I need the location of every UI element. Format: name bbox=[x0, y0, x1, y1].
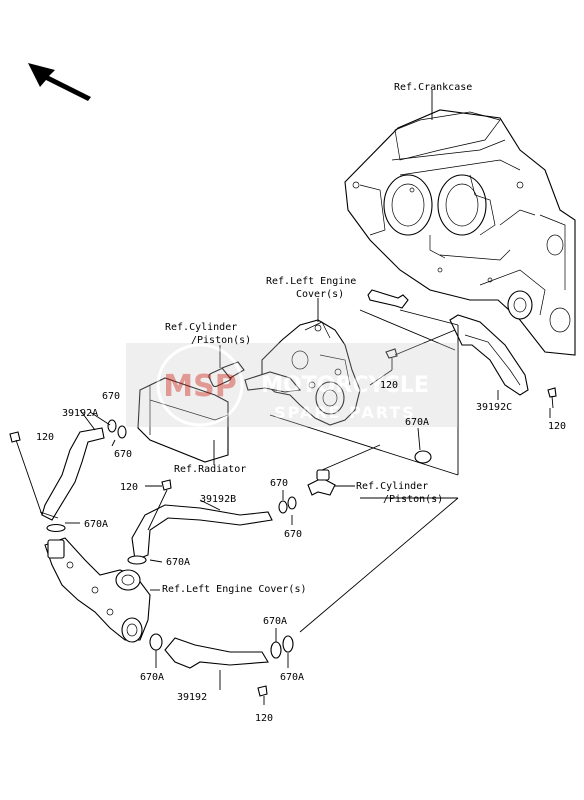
crankcase-drawing bbox=[344, 109, 576, 356]
label-ref-cylinder-1: Ref.Cylinder bbox=[165, 322, 237, 333]
part-670-d: 670 bbox=[284, 529, 302, 540]
part-670A-e: 670A bbox=[140, 672, 164, 683]
hose-39192B-drawing bbox=[131, 504, 273, 561]
part-670A-f: 670A bbox=[280, 672, 304, 683]
part-670-c: 670 bbox=[270, 478, 288, 489]
part-120-b: 120 bbox=[380, 380, 398, 391]
part-120-e: 120 bbox=[255, 713, 273, 724]
part-39192A: 39192A bbox=[62, 408, 98, 419]
watermark: MSP MOTORCYCLE SPARE PARTS bbox=[126, 343, 458, 427]
part-670A-a: 670A bbox=[405, 417, 429, 428]
label-ref-radiator: Ref.Radiator bbox=[174, 464, 246, 475]
part-670A-b: 670A bbox=[84, 519, 108, 530]
hose-39192A-drawing bbox=[39, 427, 105, 521]
part-39192C: 39192C bbox=[476, 402, 512, 413]
watermark-line2: SPARE PARTS bbox=[274, 403, 416, 422]
o-ring-670-upper bbox=[107, 419, 127, 439]
hose-39192-drawing bbox=[164, 637, 269, 669]
watermark-line1: MOTORCYCLE bbox=[261, 373, 429, 398]
part-670A-d: 670A bbox=[263, 616, 287, 627]
label-ref-left-engine-cover-1: Ref.Left Engine bbox=[266, 276, 356, 287]
crankcase-pipe-stub bbox=[367, 289, 409, 309]
part-39192B: 39192B bbox=[200, 494, 236, 505]
label-ref-left-engine-cover-2: Cover(s) bbox=[296, 289, 344, 300]
part-120-c: 120 bbox=[548, 421, 566, 432]
bolt-120-bottom bbox=[257, 685, 268, 705]
part-39192: 39192 bbox=[177, 692, 207, 703]
label-ref-left-engine-cover-bottom: Ref.Left Engine Cover(s) bbox=[162, 584, 307, 595]
o-ring-670A-bottom-right bbox=[270, 635, 294, 659]
part-120-d: 120 bbox=[120, 482, 138, 493]
label-ref-cylinder2-1: Ref.Cylinder bbox=[356, 481, 428, 492]
bolt-120-mid bbox=[385, 348, 398, 370]
bolt-120-right bbox=[547, 387, 557, 409]
water-pump-housing-drawing bbox=[44, 537, 151, 643]
hose-39192C-drawing bbox=[449, 314, 529, 396]
bolt-120-upper-left bbox=[9, 431, 43, 516]
front-direction-arrow-icon bbox=[28, 63, 91, 101]
part-120-a: 120 bbox=[36, 432, 54, 443]
o-ring-670A-bottom-left bbox=[149, 633, 163, 651]
cylinder-fitting-middle bbox=[307, 469, 336, 496]
part-670-b: 670 bbox=[114, 449, 132, 460]
bolt-120-middle bbox=[147, 479, 172, 531]
part-670A-c: 670A bbox=[166, 557, 190, 568]
o-ring-670A-left bbox=[46, 523, 66, 533]
label-ref-crankcase: Ref.Crankcase bbox=[394, 82, 472, 93]
part-670-a: 670 bbox=[102, 391, 120, 402]
watermark-logo: MSP bbox=[163, 369, 236, 404]
o-ring-670-middle bbox=[278, 496, 297, 514]
o-ring-670A-upper-right bbox=[414, 450, 432, 464]
o-ring-670A-middle bbox=[127, 555, 147, 565]
label-ref-cylinder2-2: /Piston(s) bbox=[383, 494, 443, 505]
left-engine-cover-drawing bbox=[244, 319, 361, 426]
label-ref-cylinder-2: /Piston(s) bbox=[191, 335, 251, 346]
